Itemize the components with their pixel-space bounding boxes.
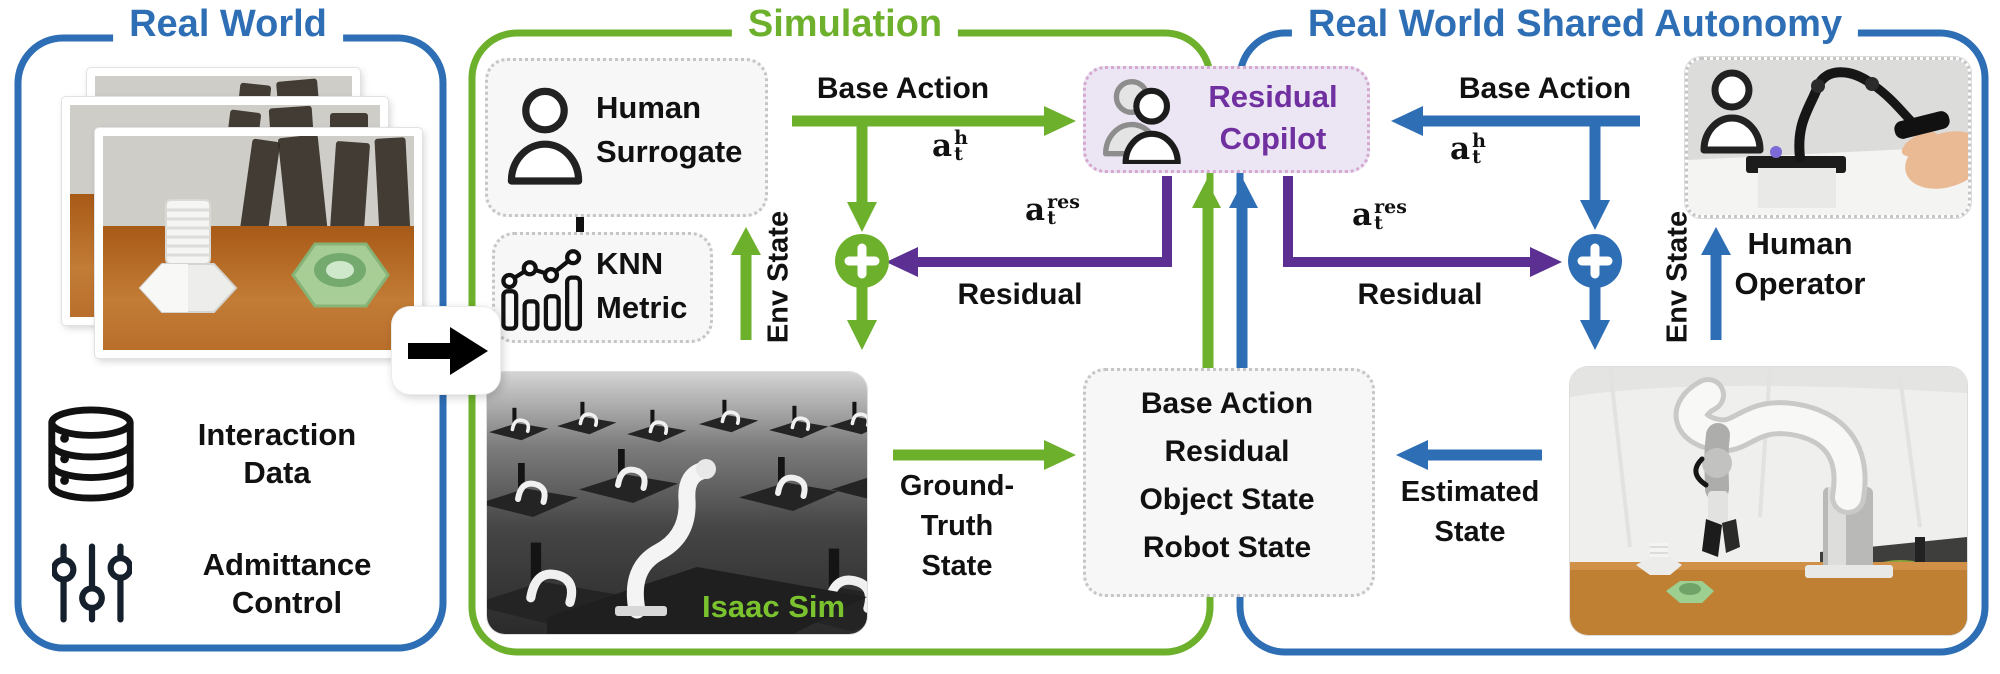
right-arrow-icon <box>408 327 488 375</box>
person-icon <box>507 87 583 185</box>
human-surrogate-label: Human Surrogate <box>596 90 743 169</box>
real-robot-photo <box>1570 367 1967 635</box>
rw-residual-label: Residual <box>1357 278 1483 311</box>
sim-base-action-label: Base Action <box>816 72 990 105</box>
residual-arrows <box>916 176 1532 267</box>
simulation-title: Simulation <box>731 4 959 44</box>
sim-arrowheads <box>731 106 1221 470</box>
residual-arrowheads <box>886 247 1562 277</box>
robot-arm-scene <box>1570 367 1967 635</box>
sim-arrows <box>740 115 1211 461</box>
knn-metric-icon <box>501 249 583 331</box>
human-operator-photo <box>1685 57 1971 218</box>
real-world-photo-front <box>95 128 422 358</box>
nut-illustration <box>291 242 391 308</box>
transfer-arrow-box <box>392 307 500 394</box>
state-action-box <box>1083 368 1375 597</box>
isaac-sim-scene <box>487 372 867 634</box>
knn-metric-label: KNN Metric <box>596 246 688 325</box>
rw-residual-arrow <box>1283 176 1532 267</box>
database-icon <box>48 406 134 502</box>
interaction-data-label: Interaction Data <box>197 417 357 490</box>
estimated-state-label: Estimated State <box>1400 476 1540 548</box>
copilot-people-icon <box>1102 78 1181 164</box>
rw-arrowheads <box>1229 106 1731 470</box>
sim-residual-arrow <box>916 176 1172 267</box>
rw-sum-node <box>1568 234 1622 288</box>
sim-residual-label: Residual <box>957 278 1083 311</box>
bolt-illustration <box>138 198 238 313</box>
human-surrogate-box <box>485 58 768 217</box>
sim-env-state-label: Env State <box>762 210 795 344</box>
state-action-lines: Base Action Residual Object State Robot … <box>1139 387 1315 564</box>
sim-sum-node <box>835 234 889 288</box>
isaac-sim-caption: Isaac Sim <box>702 589 846 624</box>
human-operator-label: Human Operator <box>1734 226 1866 301</box>
residual-copilot-label: Residual Copilot <box>1208 79 1338 156</box>
shared-autonomy-title: Real World Shared Autonomy <box>1291 4 1859 44</box>
sliders-icon <box>52 543 132 623</box>
rw-base-action-label: Base Action <box>1458 72 1632 105</box>
rw-env-state-label: Env State <box>1661 210 1694 344</box>
isaac-sim-photo <box>487 372 867 634</box>
knn-metric-box <box>492 232 713 343</box>
teleop-scene <box>1688 60 1968 215</box>
rw-arrows <box>1239 115 1722 461</box>
real-world-title: Real World <box>113 4 343 44</box>
ground-truth-state-label: Ground- Truth State <box>899 470 1015 582</box>
table-scene <box>103 136 414 350</box>
admittance-control-label: Admittance Control <box>202 547 372 620</box>
